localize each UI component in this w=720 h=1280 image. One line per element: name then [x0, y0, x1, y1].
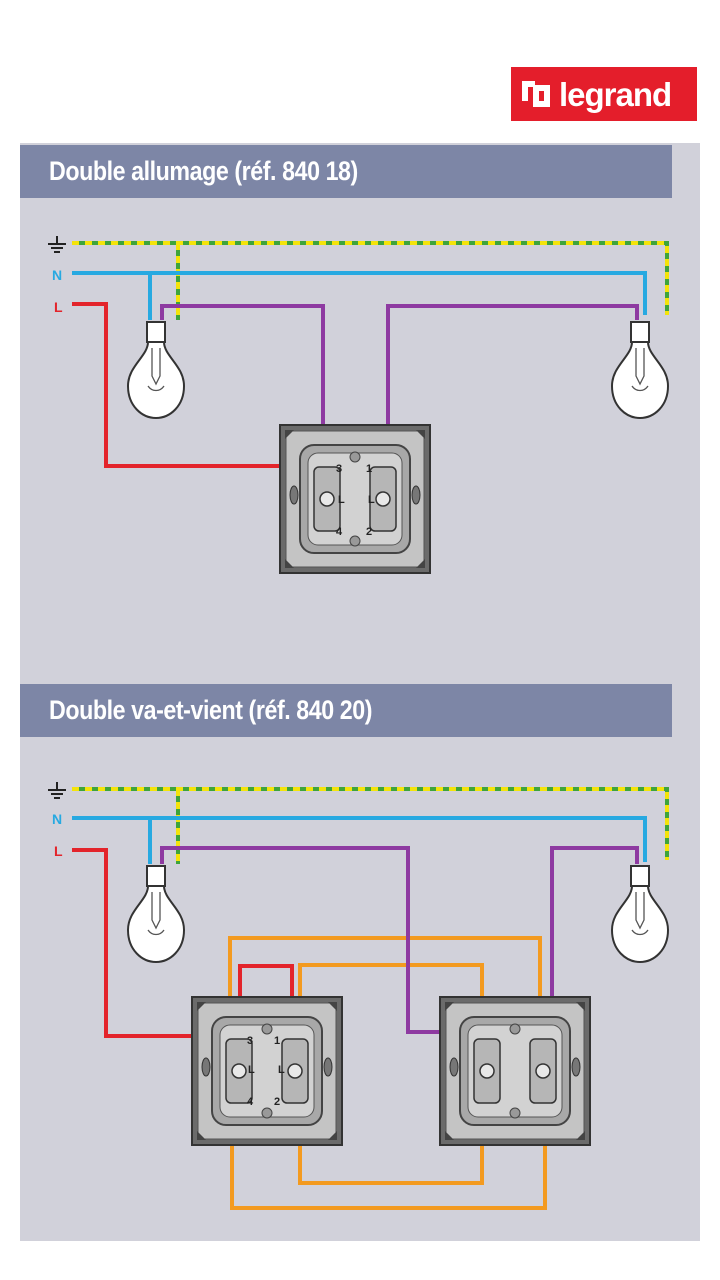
- switch-left-va-et-vient: 3 1 L L 4 2: [191, 996, 343, 1146]
- earth-symbol-icon: [48, 236, 66, 253]
- neutral-label: N: [52, 811, 62, 827]
- terminal-4-label: 4: [247, 1096, 254, 1108]
- terminal-2-label: 2: [366, 526, 372, 538]
- section-title-text: Double va-et-vient (réf. 840 20): [49, 695, 373, 725]
- legrand-logo: legrand: [511, 67, 697, 121]
- live-label: L: [54, 843, 63, 859]
- live-label: L: [54, 299, 63, 315]
- live-wire: [72, 848, 226, 1038]
- switch-right-va-et-vient: [439, 996, 591, 1146]
- brand-name: legrand: [559, 75, 672, 113]
- terminal-l-right-label: L: [368, 494, 375, 506]
- terminal-4-label: 4: [336, 526, 343, 538]
- section-title-double-va-et-vient: Double va-et-vient (réf. 840 20): [20, 684, 672, 737]
- lamp-right-bulb-icon: [611, 321, 669, 419]
- lamp2-return-wire: [550, 846, 639, 1052]
- lamp1-return-wire: [160, 304, 325, 480]
- lamp-left-bulb-icon: [127, 321, 185, 419]
- terminal-2-label: 2: [274, 1096, 280, 1108]
- neutral-wire: [72, 816, 647, 864]
- lamp-left-bulb-icon: [127, 865, 185, 963]
- terminal-l-right-label: L: [278, 1064, 285, 1076]
- section-title-double-allumage: Double allumage (réf. 840 18): [20, 145, 672, 198]
- terminal-3-label: 3: [247, 1035, 253, 1047]
- neutral-wire: [72, 271, 647, 320]
- lamp-right-bulb-icon: [611, 865, 669, 963]
- lamp2-return-wire: [386, 304, 639, 480]
- neutral-label: N: [52, 267, 62, 283]
- terminal-l-left-label: L: [248, 1064, 255, 1076]
- section-title-text: Double allumage (réf. 840 18): [49, 156, 358, 186]
- terminal-1-label: 1: [274, 1035, 280, 1047]
- switch-double-allumage: 3 1 L L 4 2: [279, 424, 431, 574]
- earth-symbol-icon: [48, 782, 66, 799]
- earth-wire: [72, 787, 669, 864]
- legrand-logo-mark-icon: [522, 81, 550, 107]
- terminal-l-left-label: L: [338, 494, 345, 506]
- terminal-3-label: 3: [336, 463, 342, 475]
- terminal-1-label: 1: [366, 463, 372, 475]
- live-wire: [72, 302, 314, 495]
- diagram-double-allumage: N L 3 1 L L 4 2: [48, 236, 669, 574]
- diagram-double-va-et-vient: N L 3 1 L L 4 2: [48, 782, 669, 1210]
